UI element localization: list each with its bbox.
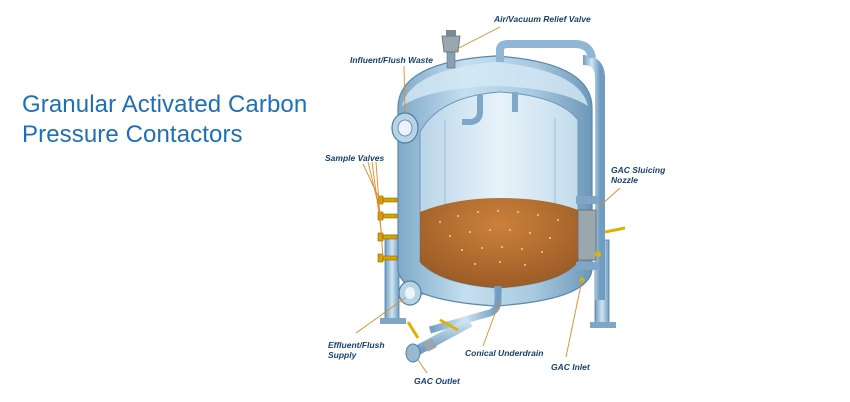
- sample-valves: [377, 195, 398, 263]
- label-gac-sluicing-nozzle-line-2: Nozzle: [611, 175, 638, 185]
- label-influent-flush-waste: Influent/Flush Waste: [350, 55, 433, 65]
- label-conical-underdrain: Conical Underdrain: [465, 348, 544, 358]
- air-relief-valve: [441, 30, 461, 69]
- leader-lines: [355, 26, 621, 374]
- sluicing-pipe: [582, 55, 605, 300]
- media-dots: [439, 210, 559, 266]
- label-gac-sluicing-nozzle: GAC Sluicing Nozzle: [611, 165, 665, 185]
- gac-outlet-pipe: [405, 317, 473, 363]
- label-effluent-flush-supply: Effluent/Flush Supply: [328, 340, 385, 360]
- label-effluent-flush-supply-line-2: Supply: [328, 350, 357, 360]
- gac-media-bed: [420, 198, 578, 288]
- diagram-title: Granular Activated Carbon Pressure Conta…: [22, 90, 307, 150]
- label-gac-outlet: GAC Outlet: [414, 376, 460, 386]
- underdrain-pipe: [429, 286, 502, 334]
- valve-handles: [406, 226, 626, 339]
- label-air-vacuum-relief-valve: Air/Vacuum Relief Valve: [494, 14, 591, 24]
- label-sample-valves: Sample Valves: [325, 153, 385, 163]
- label-gac-inlet: GAC Inlet: [551, 362, 590, 372]
- title-line-1: Granular Activated Carbon: [22, 91, 308, 118]
- label-gac-sluicing-nozzle-line-1: GAC Sluicing: [611, 165, 666, 175]
- title-line-2: Pressure Contactors: [22, 121, 243, 148]
- influent-flange: [391, 112, 419, 144]
- effluent-flange: [398, 280, 440, 306]
- label-effluent-flush-supply-line-1: Effluent/Flush: [328, 340, 385, 350]
